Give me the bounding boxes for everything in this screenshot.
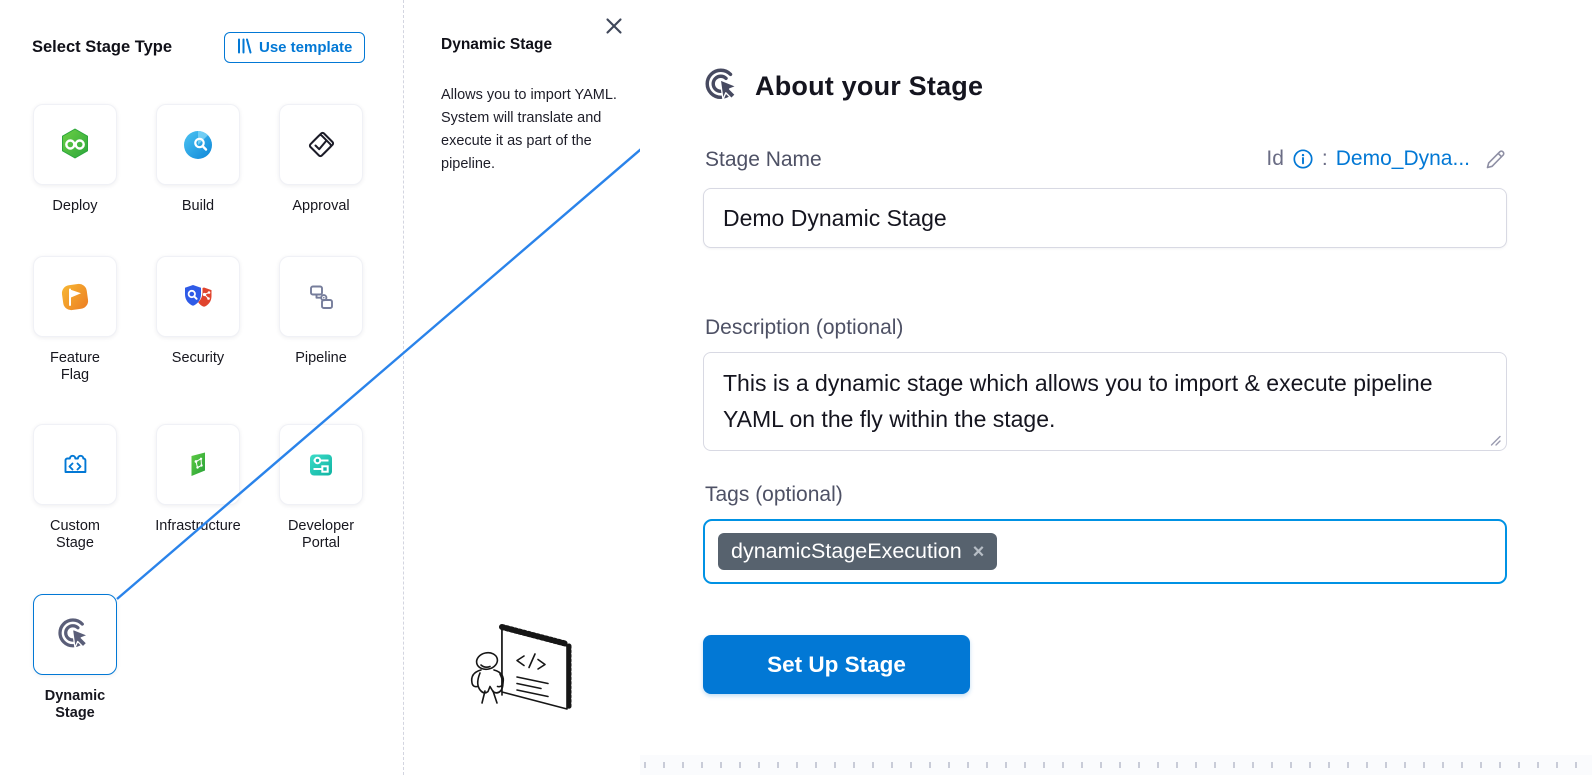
stage-tile-row: Custom Stage Infrastructure xyxy=(33,424,363,553)
id-label: Id xyxy=(1266,147,1284,170)
set-up-stage-button[interactable]: Set Up Stage xyxy=(703,635,970,694)
use-template-label: Use template xyxy=(259,39,353,56)
custom-stage-icon xyxy=(64,454,87,473)
build-icon xyxy=(184,130,212,159)
close-icon[interactable] xyxy=(601,13,627,39)
tags-label: Tags (optional) xyxy=(705,483,843,506)
stage-tile-infrastructure[interactable]: Infrastructure xyxy=(155,424,241,553)
edit-id-icon[interactable] xyxy=(1484,148,1507,171)
remove-tag-icon[interactable]: × xyxy=(972,540,985,563)
description-label: Description (optional) xyxy=(705,316,904,339)
whiteboard-illustration xyxy=(470,624,572,712)
select-stage-type-panel: Select Stage Type Use template xyxy=(0,0,404,775)
security-icon xyxy=(185,284,212,307)
dynamic-stage-icon xyxy=(705,68,737,101)
description-textarea[interactable]: This is a dynamic stage which allows you… xyxy=(703,352,1507,451)
grid-ticks xyxy=(644,762,1592,768)
stage-tile-deploy[interactable]: Deploy xyxy=(33,104,117,215)
panel-title: Select Stage Type xyxy=(32,38,173,56)
stage-tile-custom-stage[interactable]: Custom Stage xyxy=(33,424,117,553)
tags-input[interactable]: dynamicStageExecution × xyxy=(703,519,1507,584)
stage-id-row: Id : Demo_Dyna... xyxy=(1150,147,1507,171)
dynamic-stage-icon xyxy=(58,617,89,649)
about-stage-header: About your Stage xyxy=(703,66,983,106)
stage-tile-row: Dynamic Stage xyxy=(33,594,117,723)
use-template-button[interactable]: Use template xyxy=(224,32,366,63)
feature-flag-icon xyxy=(61,283,89,310)
stage-tile-feature-flag[interactable]: Feature Flag xyxy=(33,256,117,385)
developer-portal-icon xyxy=(310,454,332,475)
id-colon: : xyxy=(1321,147,1328,170)
info-panel-description: Allows you to import YAML. System will t… xyxy=(441,87,617,172)
stage-tile-row: Deploy Build xyxy=(33,104,363,215)
stage-tile-pipeline[interactable]: Pipeline xyxy=(279,256,363,385)
info-panel-title: Dynamic Stage xyxy=(441,36,553,53)
page-title: About your Stage xyxy=(755,70,984,101)
stage-name-label: Stage Name xyxy=(705,148,822,171)
approval-icon xyxy=(308,131,335,157)
tag-text: dynamicStageExecution xyxy=(731,539,962,563)
tag-chip: dynamicStageExecution × xyxy=(718,533,998,570)
template-library-icon xyxy=(237,38,252,58)
stage-id-value[interactable]: Demo_Dyna... xyxy=(1335,147,1470,170)
pipeline-canvas-grid xyxy=(640,755,1592,775)
infrastructure-icon xyxy=(191,452,205,476)
stage-tile-developer-portal[interactable]: Developer Portal xyxy=(279,424,363,553)
stage-tile-approval[interactable]: Approval xyxy=(279,104,363,215)
info-icon[interactable] xyxy=(1292,148,1314,170)
pipeline-icon xyxy=(310,285,333,309)
deploy-icon xyxy=(62,128,88,158)
stage-tile-row: Feature Flag Security xyxy=(33,256,363,385)
stage-tile-build[interactable]: Build xyxy=(156,104,240,215)
stage-name-input[interactable] xyxy=(703,188,1507,248)
stage-tile-security[interactable]: Security xyxy=(156,256,240,385)
stage-tile-dynamic-stage[interactable]: Dynamic Stage xyxy=(33,594,117,723)
